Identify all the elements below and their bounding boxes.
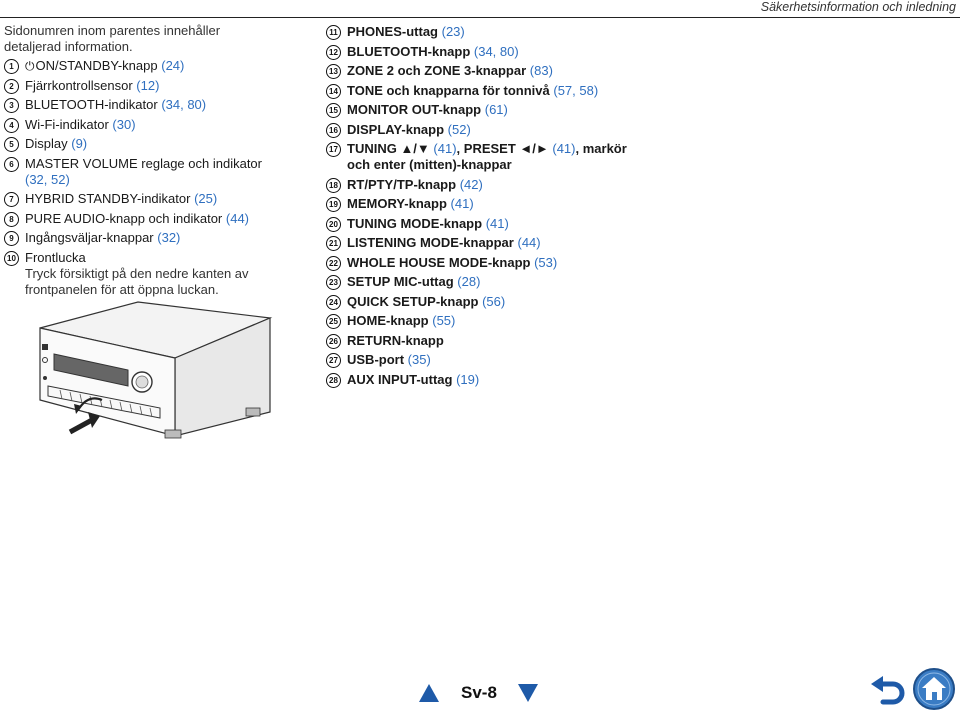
item-number: 17 [326,142,341,157]
page-ref-link[interactable]: (34, 80) [473,43,519,59]
item-number: 19 [326,197,341,212]
item-description: Tryck försiktigt på den nedre kanten av … [25,265,249,297]
page-ref-link[interactable]: (23) [441,24,465,39]
item-number: 1 [4,59,19,74]
item-number: 9 [4,231,19,246]
item-number: 8 [4,211,19,227]
item-number: 22 [326,255,341,271]
item-number: 2 [4,78,19,94]
item-number: 23 [326,275,341,290]
item-number: 25 [326,314,341,329]
intro-text: Sidonumren inom parentes innehåller deta… [4,23,221,54]
power-icon: ⏻ [25,59,35,73]
page-ref-link[interactable]: (32) [157,230,181,245]
header-rule [0,17,960,18]
item-number: 11 [326,25,341,40]
page-ref-link[interactable]: (19) [456,371,480,387]
item-number: 7 [4,192,19,207]
page-ref-link[interactable]: (41) [433,141,457,156]
page-ref-link[interactable]: (56) [482,293,506,309]
item-number: 21 [326,236,341,251]
page-ref-link[interactable]: (34, 80) [161,97,207,112]
page-ref-link[interactable]: (30) [112,116,136,132]
item-number: 15 [326,103,341,118]
next-page-icon[interactable] [518,684,538,702]
item-description: och enter (mitten)-knappar [347,157,512,172]
item-number: 18 [326,177,341,193]
item-number: 4 [4,117,19,133]
receiver-illustration [39,301,273,439]
list-item: 1⏻ON/STANDBY-knapp (24) [4,58,274,74]
prev-page-icon[interactable] [419,684,439,702]
item-number: 27 [326,353,341,368]
item-number: 26 [326,333,341,349]
page-ref-link[interactable]: (41) [450,196,474,211]
home-icon[interactable] [912,667,956,711]
page-ref-link[interactable]: (41) [485,215,509,231]
item-number: 24 [326,294,341,310]
page-ref-link[interactable]: (28) [457,274,481,289]
page-ref-link[interactable]: (52) [447,121,471,137]
page-ref-link[interactable]: (25) [194,191,218,206]
page-ref-link[interactable]: (41) [552,141,576,156]
page-ref-link[interactable]: (9) [71,136,88,151]
page-ref-link[interactable]: (32, 52) [25,171,70,187]
page-ref-link[interactable]: (42) [459,176,483,192]
item-number: 5 [4,137,19,152]
page-ref-link[interactable]: (83) [529,63,553,78]
item-number: 3 [4,98,19,113]
page-ref-link[interactable]: (57, 58) [553,82,599,98]
section-header: Säkerhetsinformation och inledning [760,0,956,14]
page-ref-link[interactable]: (35) [407,352,431,367]
page-ref-link[interactable]: (44) [517,235,541,250]
item-number: 10 [4,250,19,266]
page-ref-link[interactable]: (55) [432,313,456,328]
page-ref-link[interactable]: (12) [136,77,160,93]
item-number: 28 [326,372,341,388]
item-number: 16 [326,122,341,138]
item-number: 20 [326,216,341,232]
item-number: 14 [326,83,341,99]
item-number: 12 [326,44,341,60]
page-ref-link[interactable]: (61) [484,102,508,117]
page-ref-link[interactable]: (44) [225,210,250,226]
page-ref-link[interactable]: (24) [161,58,185,73]
item-number: 13 [326,64,341,79]
item-number: 6 [4,156,19,172]
page-number: Sv-8 [461,683,497,702]
back-icon[interactable] [869,674,905,708]
page-ref-link[interactable]: (53) [534,254,558,270]
